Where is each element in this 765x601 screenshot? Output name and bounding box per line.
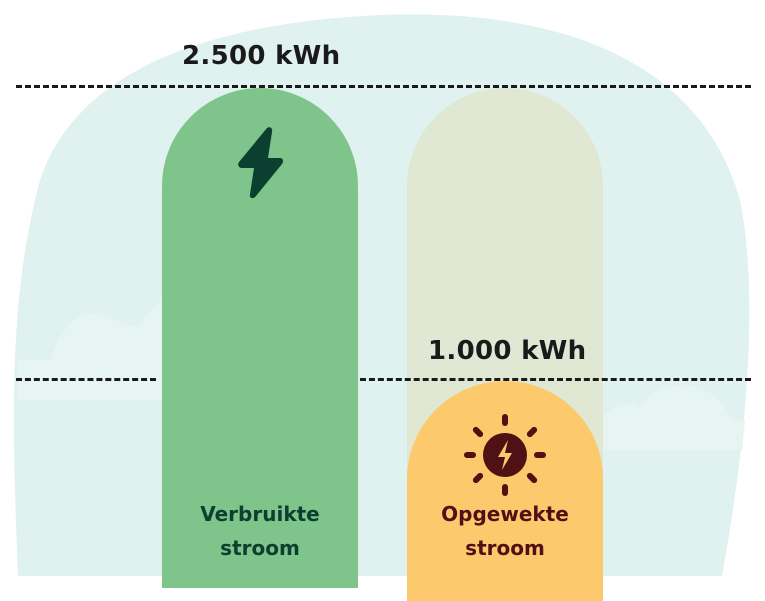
bar-label-generated: Opgewekte stroom [407,497,603,565]
cloud-left [18,300,162,400]
bar-label-generated-line1: Opgewekte [441,502,569,526]
bar-label-consumed-line1: Verbruikte [200,502,320,526]
bar-label-consumed: Verbruikte stroom [162,497,358,565]
reference-line-1000-left [16,378,156,381]
reference-line-1000-right [360,378,751,381]
reference-line-2500 [16,85,751,88]
sun-lightning-icon [464,414,546,496]
bar-label-generated-line2: stroom [465,536,545,560]
value-label-1000: 1.000 kWh [428,336,587,366]
cloud-right [603,384,745,450]
lightning-bolt-icon [238,127,284,199]
bar-label-consumed-line2: stroom [220,536,300,560]
value-label-2500: 2.500 kWh [182,41,341,71]
